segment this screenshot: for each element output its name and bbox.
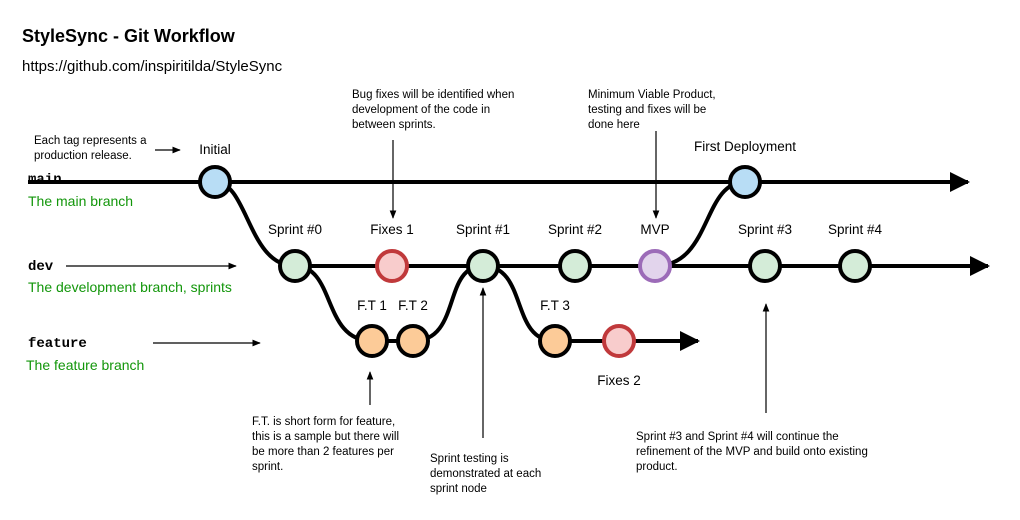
note-feature: F.T. is short form for feature,this is a… xyxy=(252,416,400,473)
node-ft1[interactable] xyxy=(355,324,389,358)
node-ft3[interactable] xyxy=(538,324,572,358)
node-sprint3[interactable] xyxy=(748,249,782,283)
node-first-deployment[interactable] xyxy=(728,165,762,199)
label-mvp: MVP xyxy=(640,222,670,237)
node-fixes1[interactable] xyxy=(375,249,409,283)
branch-desc-main: The main branch xyxy=(28,193,134,209)
page-title: StyleSync - Git Workflow xyxy=(22,26,235,46)
label-sprint3: Sprint #3 xyxy=(737,222,793,237)
branch-desc-feature: The feature branch xyxy=(26,357,145,373)
label-sprint2: Sprint #2 xyxy=(547,222,603,237)
node-fixes2[interactable] xyxy=(602,324,636,358)
label-fixes2: Fixes 2 xyxy=(597,373,641,388)
node-mvp[interactable] xyxy=(638,249,672,283)
node-sprint2[interactable] xyxy=(558,249,592,283)
branch-name-dev: dev xyxy=(28,259,54,275)
node-initial[interactable] xyxy=(198,165,232,199)
label-sprint4: Sprint #4 xyxy=(827,222,883,237)
node-sprint4[interactable] xyxy=(838,249,872,283)
label-initial: Initial xyxy=(199,142,231,157)
connector-mvp-deploy xyxy=(654,180,746,268)
note-mvp: Minimum Viable Product,testing and fixes… xyxy=(588,89,716,131)
node-ft2[interactable] xyxy=(396,324,430,358)
label-first-deployment: First Deployment xyxy=(693,139,797,154)
node-sprint1[interactable] xyxy=(466,249,500,283)
label-ft3: F.T 3 xyxy=(540,298,570,313)
branch-name-feature: feature xyxy=(28,336,87,352)
label-fixes1: Fixes 1 xyxy=(370,222,414,237)
label-ft2: F.T 2 xyxy=(398,298,428,313)
note-continue: Sprint #3 and Sprint #4 will continue th… xyxy=(636,431,868,473)
branch-desc-dev: The development branch, sprints xyxy=(28,279,232,295)
connector-initial-sprint0 xyxy=(214,180,296,268)
node-sprint0[interactable] xyxy=(278,249,312,283)
label-sprint0: Sprint #0 xyxy=(267,222,323,237)
label-sprint1: Sprint #1 xyxy=(455,222,511,237)
repo-url[interactable]: https://github.com/inspiritilda/StyleSyn… xyxy=(22,58,283,75)
label-ft1: F.T 1 xyxy=(357,298,387,313)
